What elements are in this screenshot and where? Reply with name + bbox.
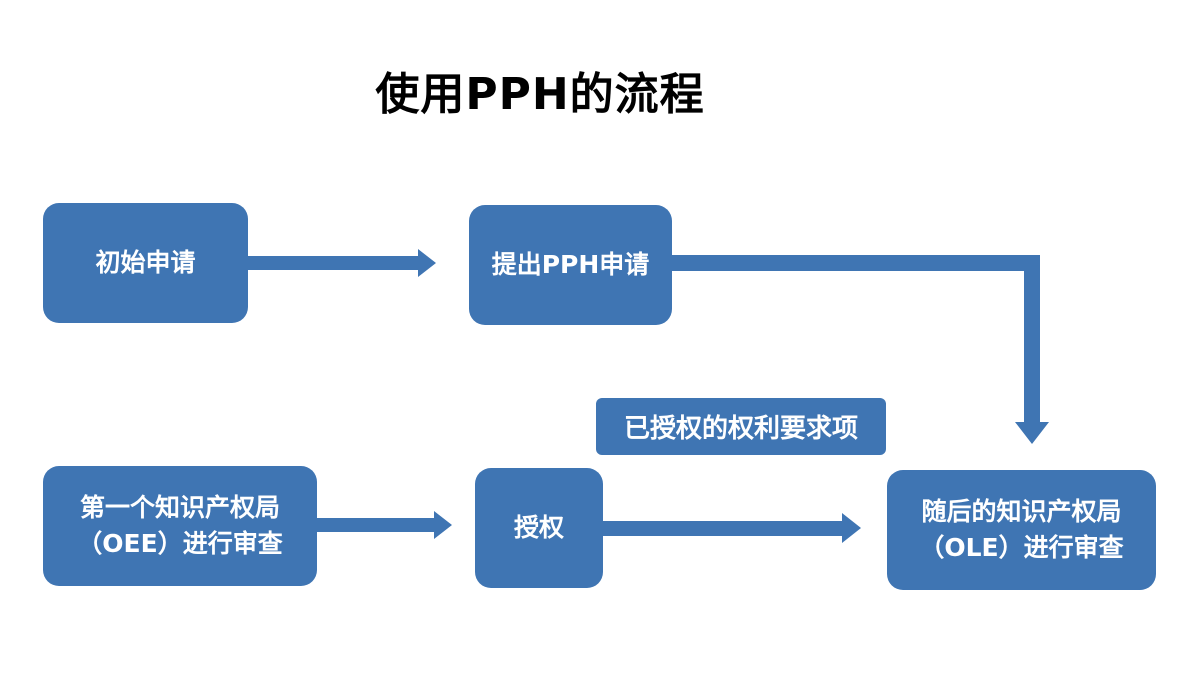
node-initial-application: 初始申请 [43, 203, 248, 323]
arrow-grant-to-ole [603, 513, 861, 543]
node-ole-examination: 随后的知识产权局 （OLE）进行审查 [887, 470, 1156, 590]
diagram-title: 使用PPH的流程 [375, 69, 705, 120]
node-grant-label: 授权 [513, 512, 564, 542]
arrow-initial-to-submit [248, 249, 436, 277]
node-ole-examination-line2: （OLE）进行审查 [919, 533, 1124, 562]
node-grant: 授权 [475, 468, 603, 588]
node-initial-application-label: 初始申请 [95, 247, 196, 277]
edge-label-granted-claims-text: 已授权的权利要求项 [623, 414, 858, 444]
edge-label-granted-claims: 已授权的权利要求项 [596, 398, 886, 455]
node-oee-examination: 第一个知识产权局 （OEE）进行审查 [43, 466, 317, 586]
node-ole-examination-line1: 随后的知识产权局 [921, 496, 1122, 526]
arrow-submit-to-ole [672, 255, 1049, 444]
node-oee-examination-line1: 第一个知识产权局 [79, 492, 280, 522]
arrow-oee-to-grant [317, 511, 452, 539]
node-oee-examination-line2: （OEE）进行审查 [77, 529, 283, 558]
node-submit-pph-request: 提出PPH申请 [469, 205, 672, 325]
node-submit-pph-request-label: 提出PPH申请 [491, 249, 650, 279]
